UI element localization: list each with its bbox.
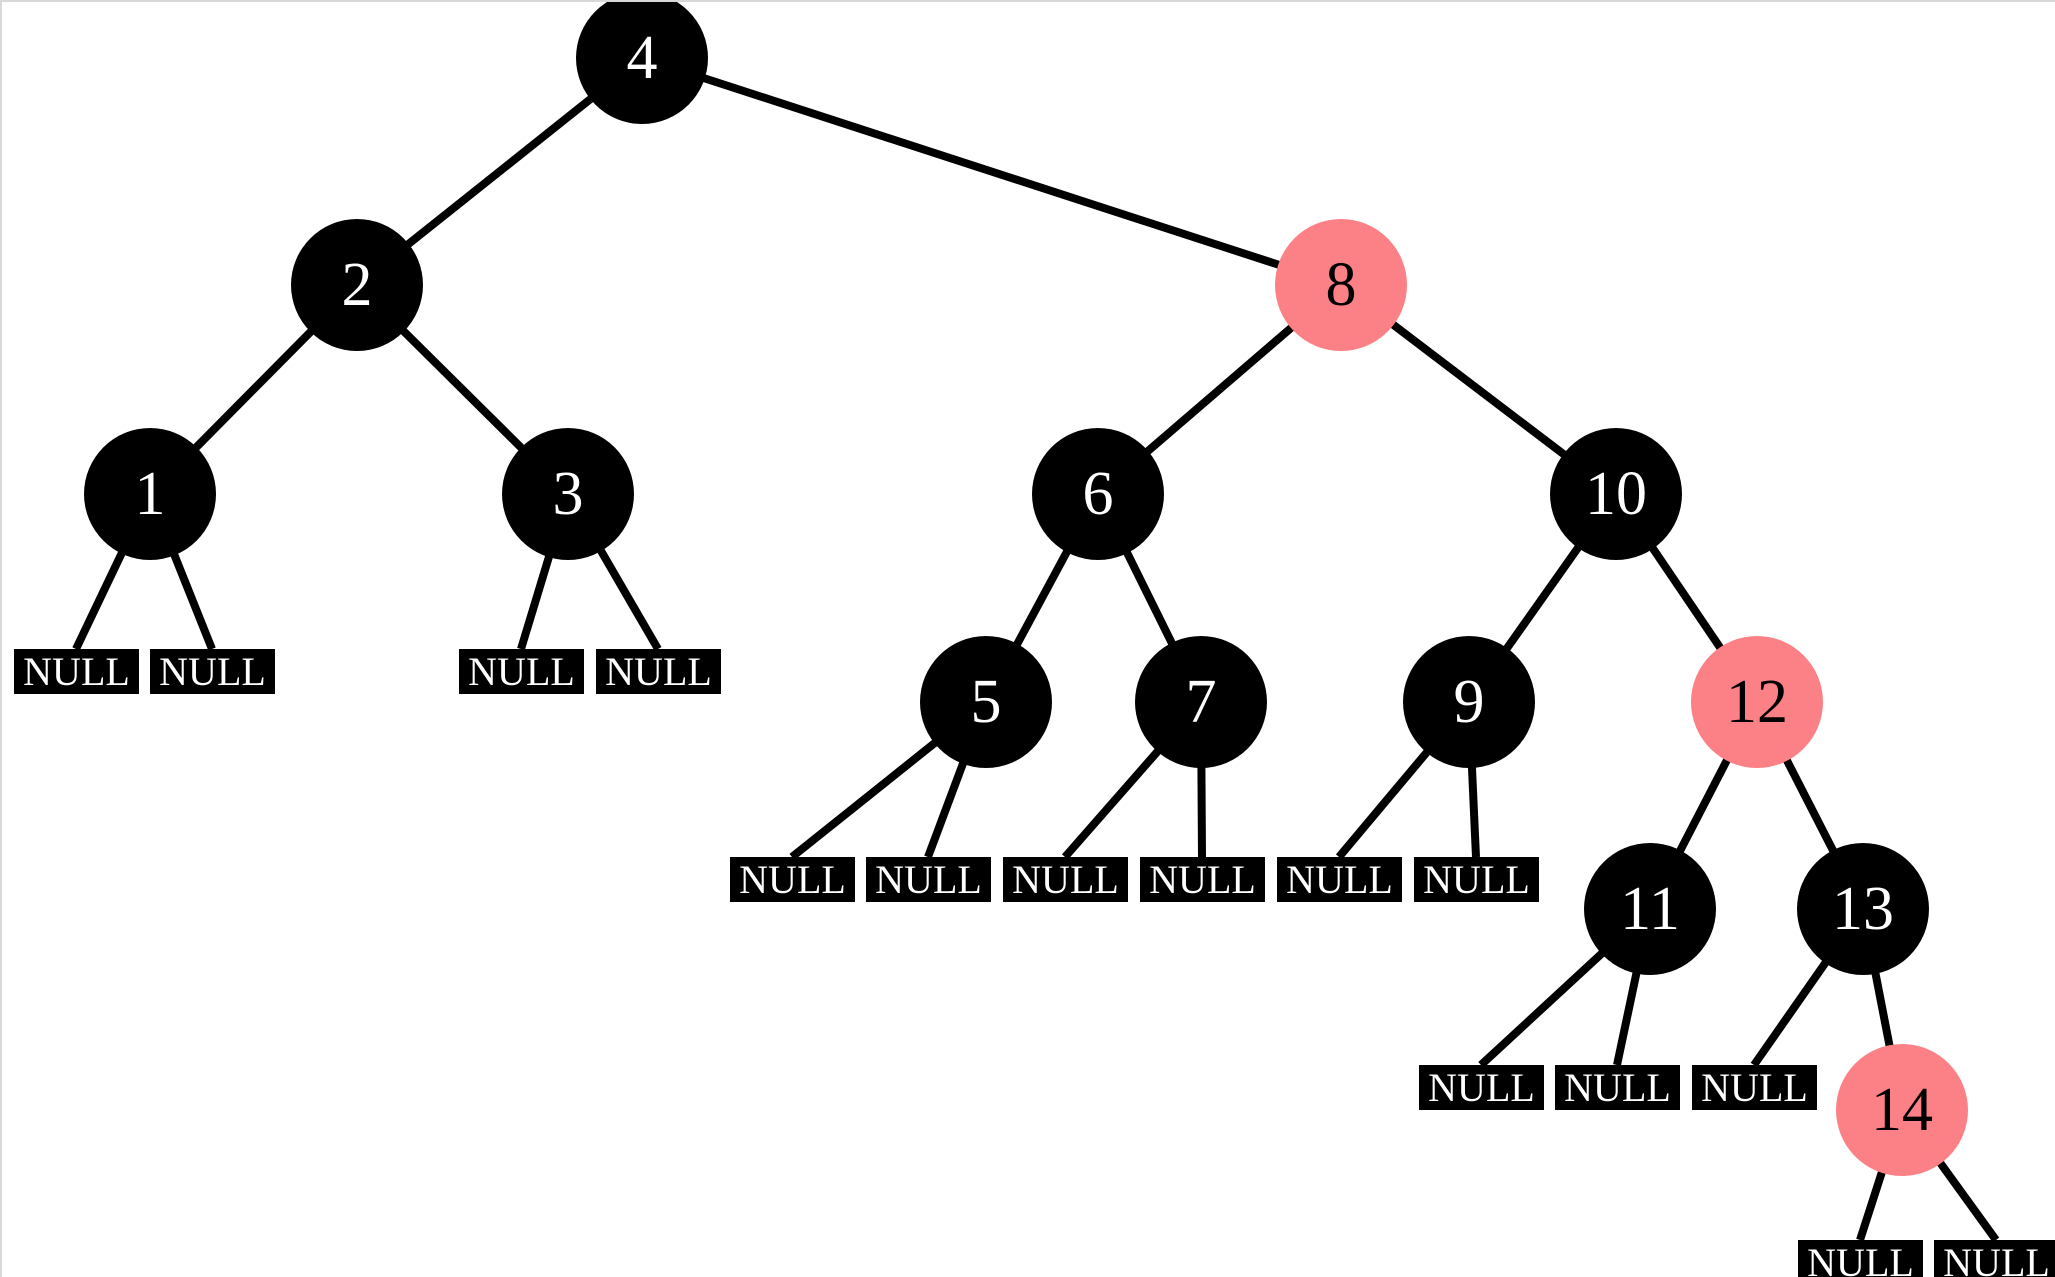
null-leaf: NULL: [866, 857, 991, 902]
tree-node-5[interactable]: 5: [920, 636, 1052, 768]
null-leaf: NULL: [1419, 1065, 1544, 1110]
tree-node-12[interactable]: 12: [1691, 636, 1823, 768]
tree-node-1[interactable]: 1: [84, 428, 216, 560]
tree-node-13[interactable]: 13: [1797, 843, 1929, 975]
tree-node-6[interactable]: 6: [1032, 428, 1164, 560]
tree-node-4[interactable]: 4: [576, 2, 708, 124]
tree-node-3[interactable]: 3: [502, 428, 634, 560]
null-leaf: NULL: [730, 857, 855, 902]
null-leaf: NULL: [459, 649, 584, 694]
null-leaf: NULL: [1140, 857, 1265, 902]
tree-node-14[interactable]: 14: [1836, 1044, 1968, 1176]
null-leaf: NULL: [1555, 1065, 1680, 1110]
null-leaf: NULL: [1277, 857, 1402, 902]
null-leaf: NULL: [1003, 857, 1128, 902]
tree-edge: [640, 54, 1343, 289]
null-leaf: NULL: [1692, 1065, 1817, 1110]
tree-node-2[interactable]: 2: [291, 219, 423, 351]
null-leaf: NULL: [14, 649, 139, 694]
tree-node-10[interactable]: 10: [1550, 428, 1682, 560]
tree-node-7[interactable]: 7: [1135, 636, 1267, 768]
tree-node-9[interactable]: 9: [1403, 636, 1535, 768]
null-leaf: NULL: [150, 649, 275, 694]
null-leaf: NULL: [1798, 1240, 1923, 1277]
null-leaf: NULL: [1934, 1240, 2055, 1277]
tree-node-8[interactable]: 8: [1275, 219, 1407, 351]
null-leaf: NULL: [596, 649, 721, 694]
tree-node-11[interactable]: 11: [1584, 843, 1716, 975]
null-leaf: NULL: [1414, 857, 1539, 902]
